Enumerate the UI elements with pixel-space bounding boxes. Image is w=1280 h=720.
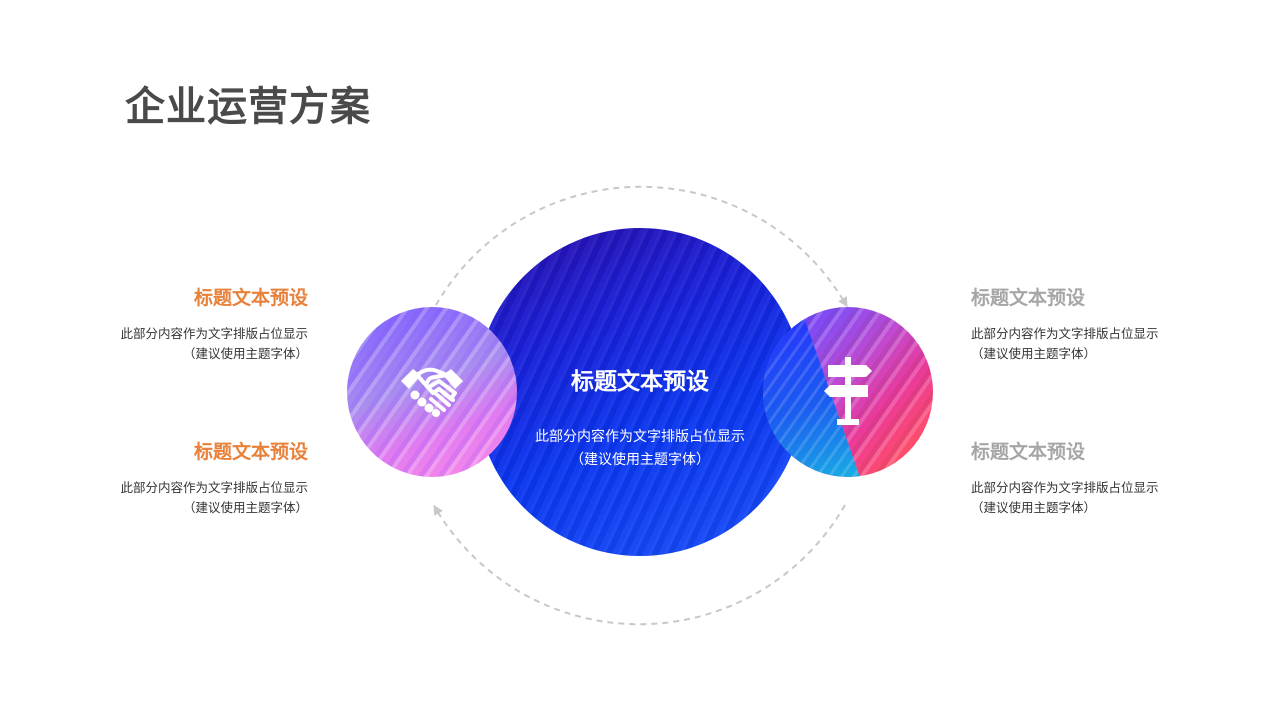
left-circle — [347, 307, 517, 477]
ring-arc-top — [435, 185, 848, 308]
right-item-1-body: 此部分内容作为文字排版占位显示 （建议使用主题字体） — [971, 326, 1159, 361]
left-item-1-title: 标题文本预设 — [193, 287, 308, 309]
center-title: 标题文本预设 — [571, 369, 709, 395]
center-circle — [476, 228, 804, 556]
right-circle — [763, 307, 933, 477]
signpost-icon — [824, 357, 872, 425]
left-item-1-body: 此部分内容作为文字排版占位显示 （建议使用主题字体） — [120, 326, 308, 361]
right-item-1-title: 标题文本预设 — [971, 287, 1086, 309]
ring-arc-bottom — [433, 504, 846, 626]
left-item-2-body: 此部分内容作为文字排版占位显示 （建议使用主题字体） — [120, 480, 308, 515]
page-title: 企业运营方案 — [125, 84, 371, 130]
left-item-2: 标题文本预设 此部分内容作为文字排版占位显示 （建议使用主题字体） — [88, 440, 308, 518]
center-body: 此部分内容作为文字排版占位显示 （建议使用主题字体） — [535, 429, 745, 468]
right-item-2-body: 此部分内容作为文字排版占位显示 （建议使用主题字体） — [971, 480, 1159, 515]
left-item-1: 标题文本预设 此部分内容作为文字排版占位显示 （建议使用主题字体） — [88, 286, 308, 364]
right-item-2: 标题文本预设 此部分内容作为文字排版占位显示 （建议使用主题字体） — [971, 440, 1191, 518]
left-item-2-title: 标题文本预设 — [193, 441, 308, 463]
handshake-icon — [401, 367, 463, 417]
right-item-1: 标题文本预设 此部分内容作为文字排版占位显示 （建议使用主题字体） — [971, 286, 1191, 364]
right-item-2-title: 标题文本预设 — [971, 441, 1086, 463]
